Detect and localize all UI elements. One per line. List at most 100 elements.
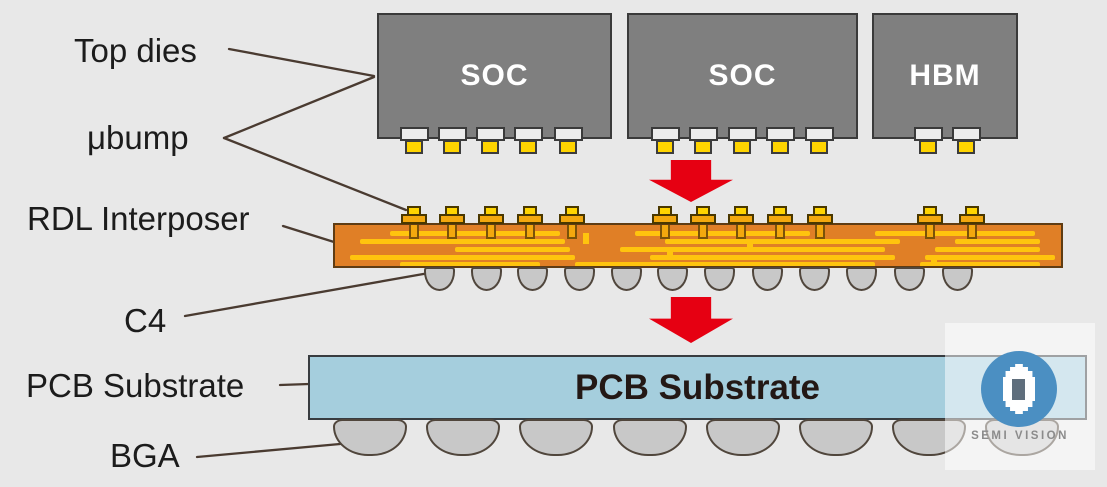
die-pad <box>805 127 834 141</box>
microbump <box>733 140 751 154</box>
bga-ball <box>426 419 500 456</box>
die-pad <box>554 127 583 141</box>
rdl-via <box>747 241 753 252</box>
die-pad <box>689 127 718 141</box>
c4-bump <box>751 267 783 291</box>
die-pad <box>952 127 981 141</box>
c4-bump <box>845 267 877 291</box>
rdl-trace <box>575 262 875 266</box>
c4-bump <box>656 267 688 291</box>
die-pad <box>651 127 680 141</box>
rdl-trace <box>350 255 575 260</box>
label-top-dies: Top dies <box>74 32 197 69</box>
c4-bump <box>516 267 548 291</box>
bga-ball <box>799 419 873 456</box>
label-pcb-substrate: PCB Substrate <box>26 367 245 404</box>
microbump <box>481 140 499 154</box>
microbump-cap <box>734 206 748 216</box>
rdl-trace <box>455 247 570 252</box>
die-pad <box>914 127 943 141</box>
bga-ball <box>613 419 687 456</box>
label-bga: BGA <box>110 437 180 474</box>
c4-bump <box>423 267 455 291</box>
die-soc-0: SOC <box>377 13 612 139</box>
c4-bump <box>893 267 925 291</box>
microbump <box>405 140 423 154</box>
microbump-cap <box>565 206 579 216</box>
die-pad <box>766 127 795 141</box>
microbump <box>694 140 712 154</box>
down-arrow-icon <box>649 297 733 343</box>
c4-bump <box>470 267 502 291</box>
microbump-cap <box>445 206 459 216</box>
c4-leader-line <box>183 271 431 318</box>
die-hbm-2: HBM <box>872 13 1018 139</box>
microbump <box>810 140 828 154</box>
bga-ball <box>333 419 407 456</box>
microbump-stem <box>736 225 746 239</box>
c4-bump <box>563 267 595 291</box>
microbump-stem <box>409 225 419 239</box>
rdl-via <box>931 255 937 266</box>
rdl-leader-line <box>281 224 336 244</box>
microbump-stem <box>486 225 496 239</box>
microbump-stem <box>815 225 825 239</box>
down-arrow-icon <box>649 160 733 202</box>
bga-ball <box>519 419 593 456</box>
c4-bump <box>703 267 735 291</box>
rdl-trace <box>390 231 560 236</box>
microbump-stem <box>698 225 708 239</box>
microbump-cap <box>407 206 421 216</box>
microbump <box>919 140 937 154</box>
microbump-cap <box>965 206 979 216</box>
ubump-leader-line-upper <box>222 75 376 140</box>
die-label: SOC <box>708 59 777 92</box>
microbump <box>957 140 975 154</box>
die-pad <box>476 127 505 141</box>
microbump-cap <box>484 206 498 216</box>
rdl-trace <box>635 231 810 236</box>
microbump-stem <box>925 225 935 239</box>
microbump-stem <box>660 225 670 239</box>
rdl-trace <box>955 239 1040 244</box>
microbump-cap <box>658 206 672 216</box>
pcb-substrate-label: PCB Substrate <box>574 367 821 407</box>
microbump <box>559 140 577 154</box>
microbump-cap <box>923 206 937 216</box>
watermark-brand: SEMI VISION <box>971 430 1069 442</box>
rdl-trace <box>665 239 900 244</box>
label-c4: C4 <box>124 302 167 339</box>
die-label: SOC <box>460 59 529 92</box>
chip-core-icon <box>1012 379 1025 400</box>
microbump-stem <box>447 225 457 239</box>
c4-bump <box>941 267 973 291</box>
rdl-trace <box>920 262 1040 266</box>
microbump-stem <box>525 225 535 239</box>
microbump <box>771 140 789 154</box>
die-soc-1: SOC <box>627 13 858 139</box>
rdl-trace <box>400 262 540 266</box>
microbump-cap <box>696 206 710 216</box>
ubump-leader-line-lower <box>222 136 408 212</box>
microbump <box>443 140 461 154</box>
semivision-logo-icon <box>981 351 1057 427</box>
die-pad <box>400 127 429 141</box>
rdl-via <box>583 233 589 244</box>
microbump <box>519 140 537 154</box>
top-dies-leader-line <box>227 47 376 78</box>
rdl-trace <box>935 247 1040 252</box>
rdl-trace <box>650 255 895 260</box>
c4-bump <box>610 267 642 291</box>
die-pad <box>728 127 757 141</box>
pcb-leader-line <box>278 382 311 387</box>
rdl-trace <box>875 231 1035 236</box>
die-pad <box>514 127 543 141</box>
microbump-cap <box>523 206 537 216</box>
rdl-trace <box>360 239 565 244</box>
bga-leader-line <box>195 442 342 459</box>
microbump-stem <box>775 225 785 239</box>
die-pad <box>438 127 467 141</box>
rdl-via <box>667 247 673 258</box>
die-label: HBM <box>909 59 981 92</box>
